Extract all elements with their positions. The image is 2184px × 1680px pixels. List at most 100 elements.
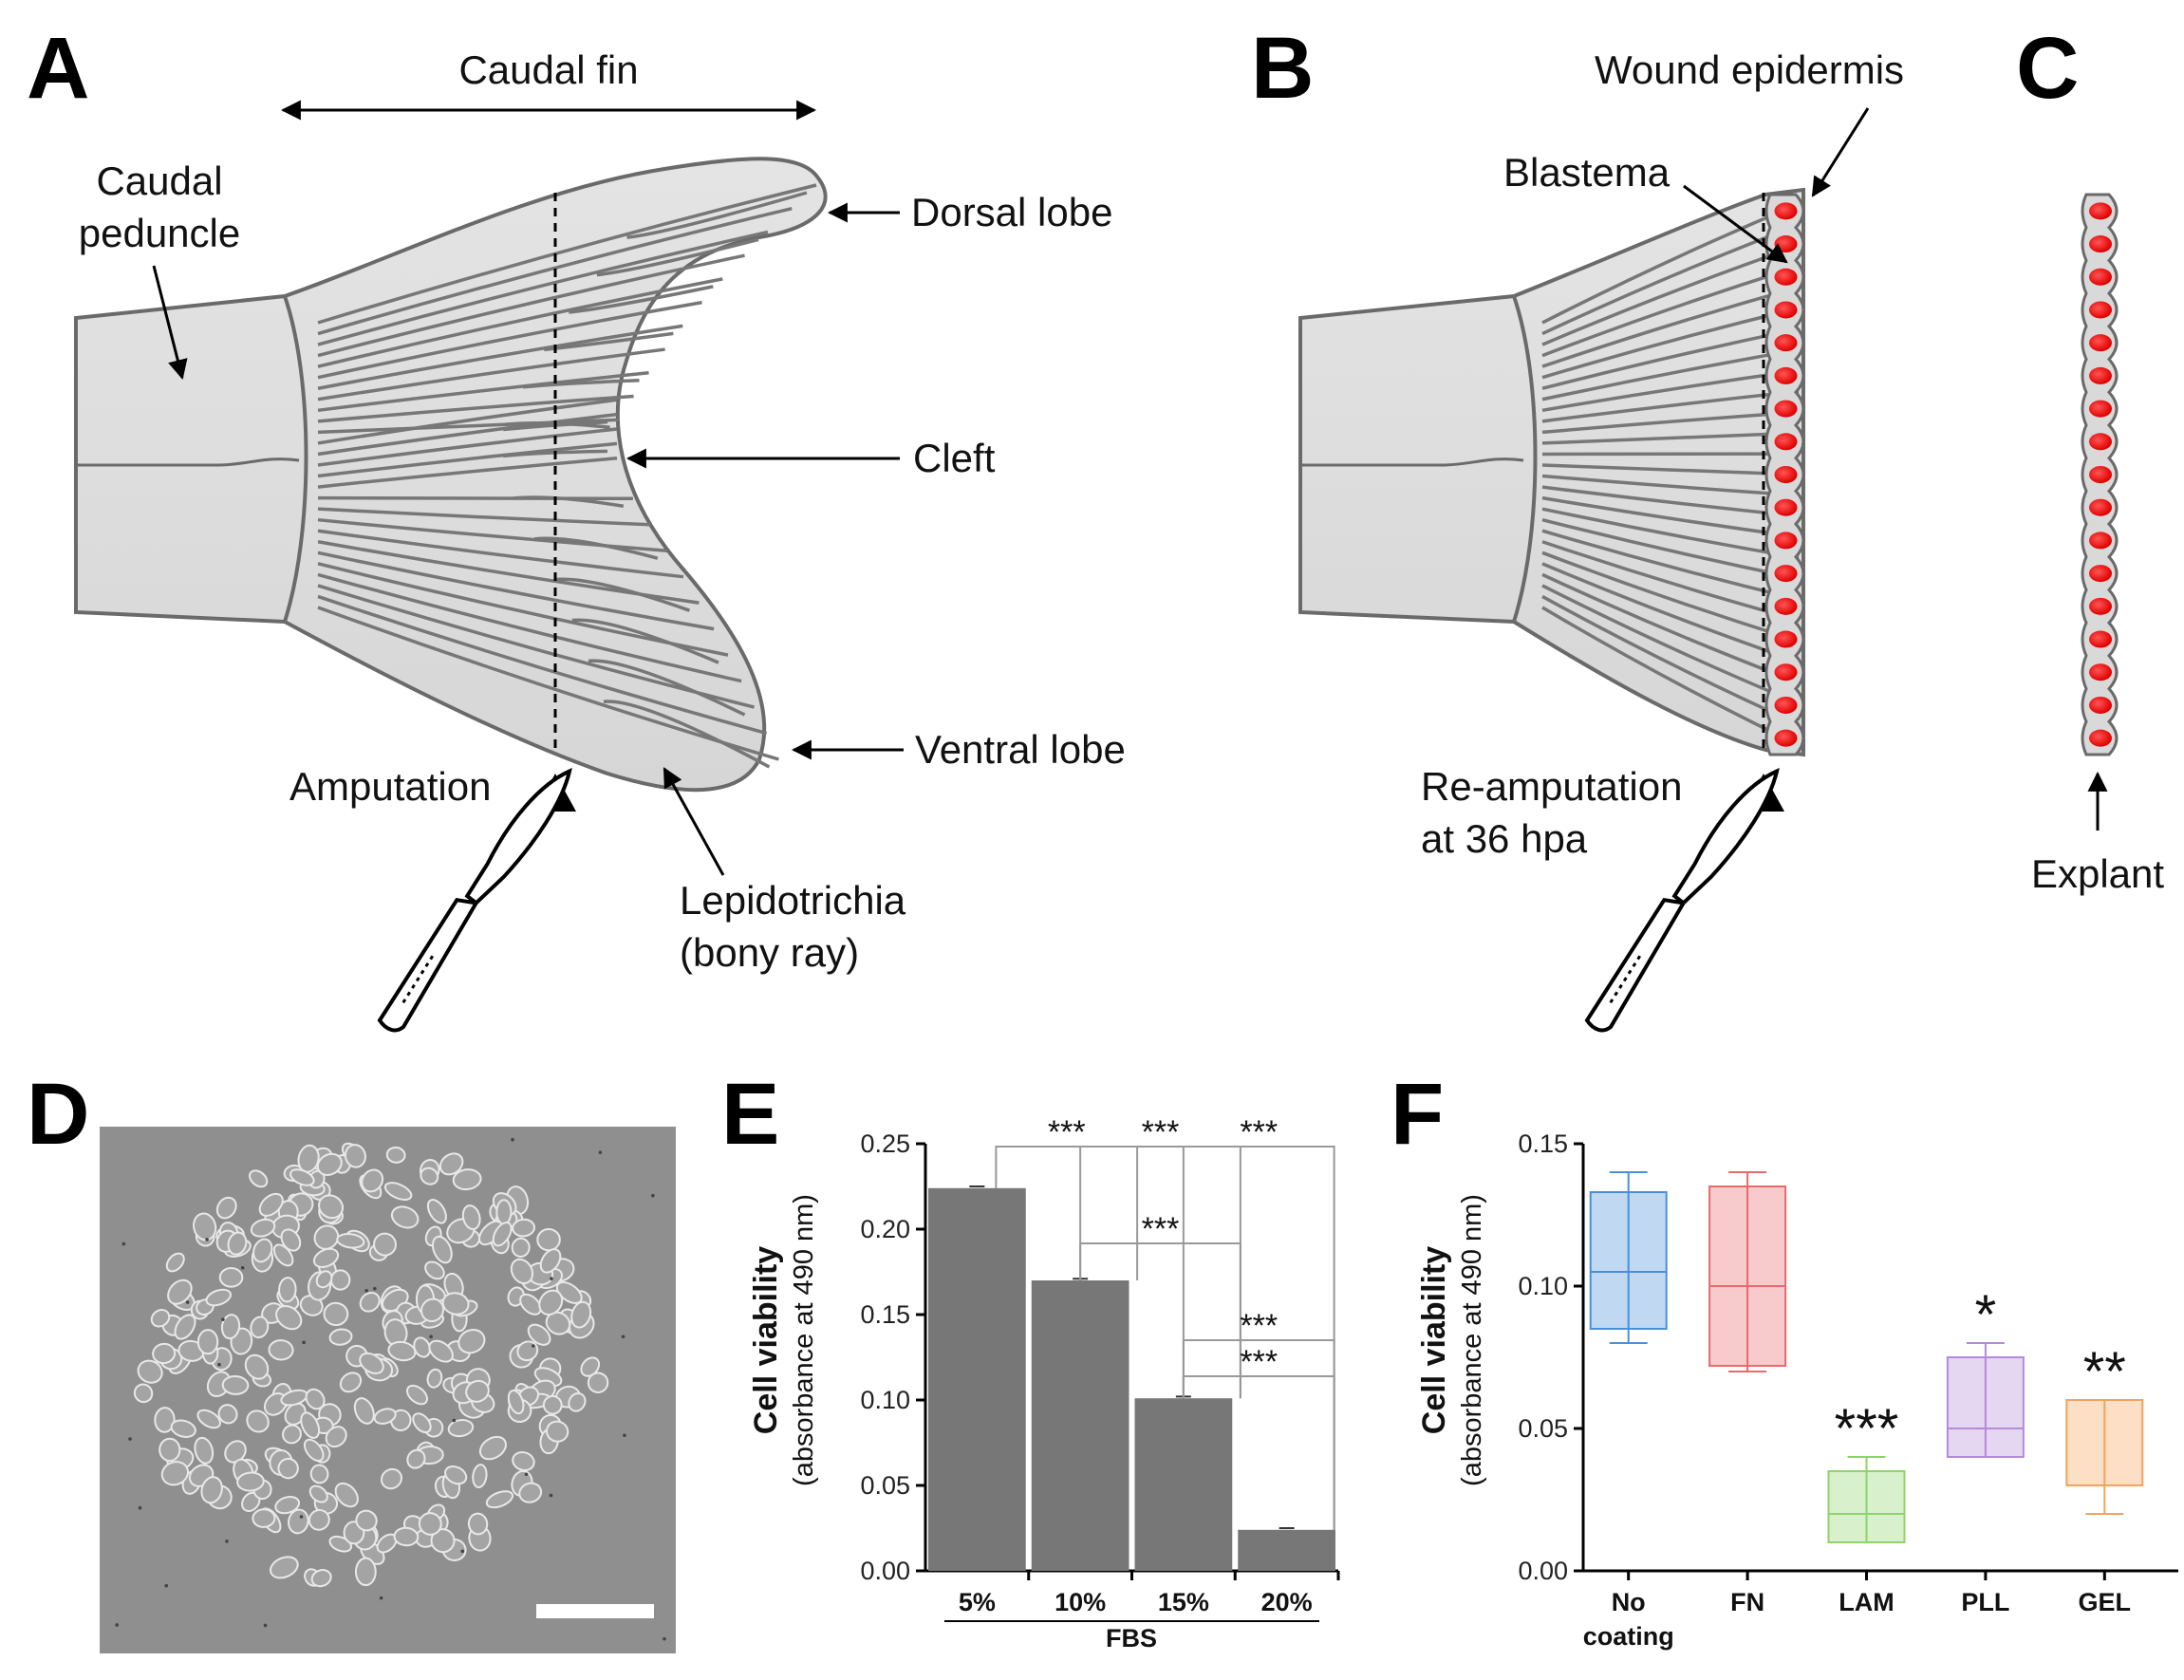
e-significance-bracket [1182, 1375, 1335, 1530]
micrograph-cell [538, 1289, 564, 1316]
micrograph-cell [424, 1260, 445, 1280]
caudal-peduncle-label-line2: peduncle [79, 211, 240, 255]
blastema-cell [1774, 400, 1798, 418]
reamputation-label-line1: Re-amputation [1421, 764, 1682, 809]
e-xlabel: FBS [1106, 1624, 1157, 1652]
micrograph-cell [221, 1374, 250, 1395]
micrograph-cell [461, 1204, 481, 1231]
micrograph-cell [270, 1556, 299, 1579]
micrograph-cell [224, 1440, 247, 1464]
micrograph-cell [390, 1205, 420, 1229]
fin-ray-branch [503, 420, 608, 432]
micrograph-cell [355, 1509, 378, 1532]
micrograph-cell [218, 1267, 244, 1288]
blastema-cell [2089, 663, 2112, 681]
caudal-peduncle-arrow [152, 265, 188, 381]
blastema-cell [1774, 597, 1798, 615]
micrograph-cell [467, 1512, 489, 1536]
e-x-tick-label: 15% [1158, 1588, 1209, 1616]
ventral-lobe-label: Ventral lobe [915, 727, 1126, 772]
micrograph-cell [312, 1247, 340, 1268]
micrograph-cell [159, 1437, 181, 1463]
micrograph-debris [524, 1472, 529, 1477]
micrograph-cell [329, 1269, 351, 1291]
lepidotrichia-arrow [663, 767, 725, 876]
panel-b: B Wound epidermis Blastema Re-amputation… [1251, 20, 1904, 1033]
micrograph-debris [379, 1596, 383, 1600]
peduncle-boundary-b [1512, 295, 1538, 623]
micrograph-cell [511, 1237, 531, 1258]
cleft-label: Cleft [913, 436, 996, 480]
e-y-tick-label: 0.15 [860, 1300, 910, 1329]
micrograph-cell [385, 1146, 406, 1164]
panel-a-letter: A [27, 20, 89, 117]
f-y-tick-label: 0.05 [1518, 1414, 1568, 1443]
f-x-tick-label: No [1612, 1588, 1646, 1616]
panel-f-letter: F [1391, 1066, 1444, 1163]
micrograph-cell [289, 1168, 315, 1186]
e-x-tick-label: 10% [1055, 1588, 1106, 1616]
micrograph-cell [539, 1248, 562, 1274]
fin-ray [317, 551, 715, 631]
e-significance-label: *** [1240, 1344, 1278, 1380]
micrograph-cell [383, 1182, 413, 1201]
blastema-cell [1774, 366, 1798, 384]
fin-ray [317, 398, 618, 445]
e-significance-bracket [995, 1146, 1139, 1280]
micrograph-cell [519, 1293, 542, 1316]
scalpel-icon [377, 768, 572, 1033]
fin-ray [1541, 507, 1800, 560]
wound-epidermis-arrow [1811, 107, 1870, 197]
micrograph-cell [308, 1484, 328, 1503]
blastema-cell [2089, 400, 2112, 418]
micrograph-cell [373, 1408, 397, 1425]
micrograph-cell [215, 1196, 237, 1220]
f-y-tick-label: 0.15 [1518, 1129, 1568, 1158]
micrograph-debris [138, 1505, 142, 1510]
micrograph-cell [393, 1526, 420, 1547]
micrograph-image [100, 1127, 676, 1653]
micrograph-cell [359, 1352, 384, 1374]
fin-ray [317, 594, 768, 736]
fin-ray [317, 183, 817, 325]
lepidotrichia-rays-a [317, 183, 817, 769]
micrograph-cell [258, 1192, 284, 1217]
blastema-cell [2089, 334, 2112, 352]
f-significance-label: * [1975, 1284, 1997, 1346]
micrograph-cell [137, 1359, 163, 1384]
f-box [1946, 1356, 2025, 1458]
micrograph-cell [200, 1476, 223, 1504]
peduncle-boundary-a [283, 295, 308, 623]
micrograph-cell [555, 1280, 583, 1304]
blastema-cell [1774, 532, 1798, 550]
fin-ray [317, 207, 793, 336]
fin-ray-branch [626, 191, 808, 239]
fin-ray-branch [571, 618, 719, 664]
micrograph-cell [252, 1238, 273, 1263]
blastema-cell [2089, 202, 2112, 220]
panel-c: C Explant [2016, 20, 2164, 896]
micrograph-cell [174, 1314, 196, 1340]
midline-b [1300, 457, 1524, 467]
panel-e-letter: E [721, 1066, 779, 1163]
fin-ray [1541, 584, 1800, 705]
f-y-tick-label: 0.00 [1518, 1557, 1568, 1585]
f-x-tick-label: PLL [1961, 1588, 2009, 1616]
micrograph-cell [282, 1424, 302, 1445]
fin-ray-branch [553, 577, 691, 612]
micrograph-cell [308, 1509, 330, 1531]
micrograph-cell [426, 1199, 447, 1224]
e-bar [1134, 1398, 1233, 1571]
micrograph-debris [205, 1238, 209, 1241]
micrograph-cell [315, 1270, 333, 1289]
e-significance-label: *** [1240, 1114, 1278, 1150]
micrograph-cell [217, 1404, 238, 1425]
f-x-tick-label: LAM [1839, 1588, 1894, 1616]
micrograph-cell [439, 1152, 464, 1176]
micrograph-debris [663, 1636, 666, 1641]
blastema-cell [2089, 498, 2112, 516]
micrograph-cell [277, 1457, 299, 1480]
micrograph-cell [250, 1218, 276, 1238]
micrograph-debris [240, 1265, 245, 1270]
micrograph-cell [420, 1167, 439, 1185]
